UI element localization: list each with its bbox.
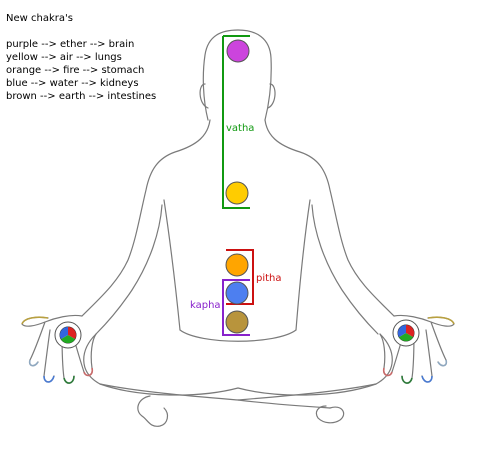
right-finger1-accent — [437, 359, 448, 367]
left-palm-wheel — [54, 321, 82, 349]
pitha-label: pitha — [256, 273, 282, 284]
legend: New chakra's purple --> ether --> brain … — [6, 12, 156, 103]
right-finger2-accent — [421, 375, 433, 383]
left-thumb-accent — [21, 316, 49, 325]
left-arm-outline — [81, 119, 211, 317]
kapha-bracket: kapha — [190, 279, 250, 336]
left-foot — [137, 395, 169, 427]
right-ear — [267, 83, 276, 109]
kapha-label: kapha — [190, 300, 221, 311]
chakra-blue — [225, 281, 249, 305]
left-torso — [163, 199, 181, 331]
right-finger3-accent — [401, 375, 413, 384]
right-thumb-accent — [427, 316, 455, 325]
lap-line — [179, 329, 297, 342]
vatha-label: vatha — [226, 123, 254, 134]
head-outline — [202, 29, 272, 121]
left-inner-arm — [95, 204, 163, 335]
chakra-orange — [225, 253, 249, 277]
left-finger2-accent — [43, 375, 55, 383]
right-inner-arm — [311, 204, 379, 335]
left-finger4-accent — [83, 367, 94, 377]
left-finger1-accent — [28, 359, 39, 367]
right-shin — [237, 383, 377, 401]
right-palm-wheel — [392, 319, 420, 347]
legend-row-blue: blue --> water --> kidneys — [6, 78, 139, 89]
left-ear — [199, 83, 209, 109]
left-finger3-accent — [63, 375, 75, 384]
vatha-bracket: vatha — [222, 35, 254, 209]
body-outline — [21, 29, 455, 427]
chakras — [225, 39, 250, 334]
legend-row-purple: purple --> ether --> brain — [6, 39, 135, 50]
right-torso — [295, 199, 311, 331]
left-shin — [99, 383, 331, 409]
fingertip-accents — [21, 316, 455, 384]
right-foot — [315, 405, 345, 424]
right-arm-outline — [264, 119, 395, 317]
legend-row-orange: orange --> fire --> stomach — [6, 65, 145, 76]
legend-title: New chakra's — [6, 13, 73, 24]
right-finger4-accent — [382, 367, 393, 377]
chakra-yellow — [225, 181, 249, 205]
legs-outline — [83, 333, 393, 396]
chakra-purple — [226, 39, 250, 63]
legend-row-yellow: yellow --> air --> lungs — [6, 52, 122, 63]
legend-row-brown: brown --> earth --> intestines — [6, 91, 157, 102]
chakra-brown — [225, 310, 249, 334]
